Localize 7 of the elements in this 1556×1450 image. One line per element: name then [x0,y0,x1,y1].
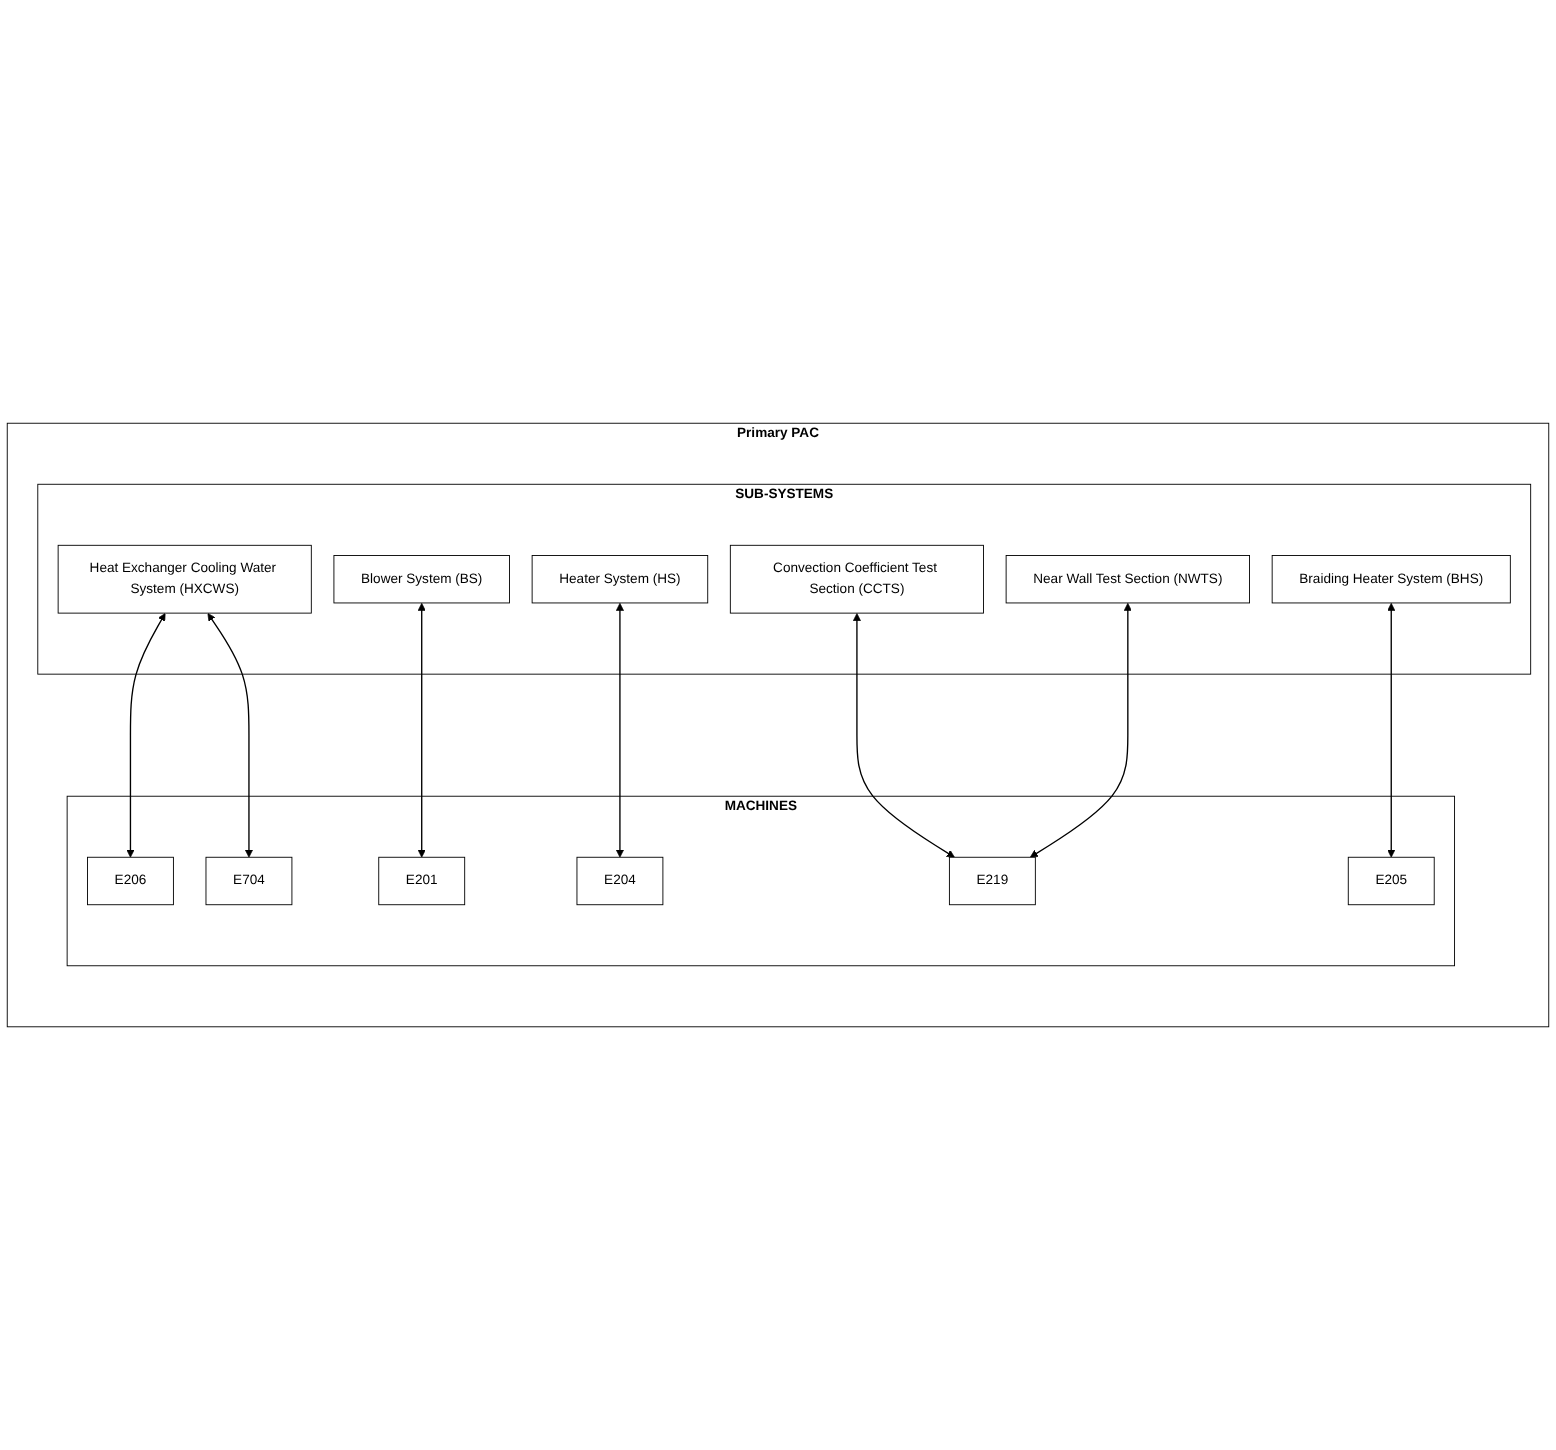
arrow [207,613,253,858]
arrow [126,613,166,858]
arrow [417,602,426,858]
arrow [615,602,624,858]
arrow [852,613,955,858]
arrow [1387,602,1396,858]
arrow [1029,602,1132,858]
